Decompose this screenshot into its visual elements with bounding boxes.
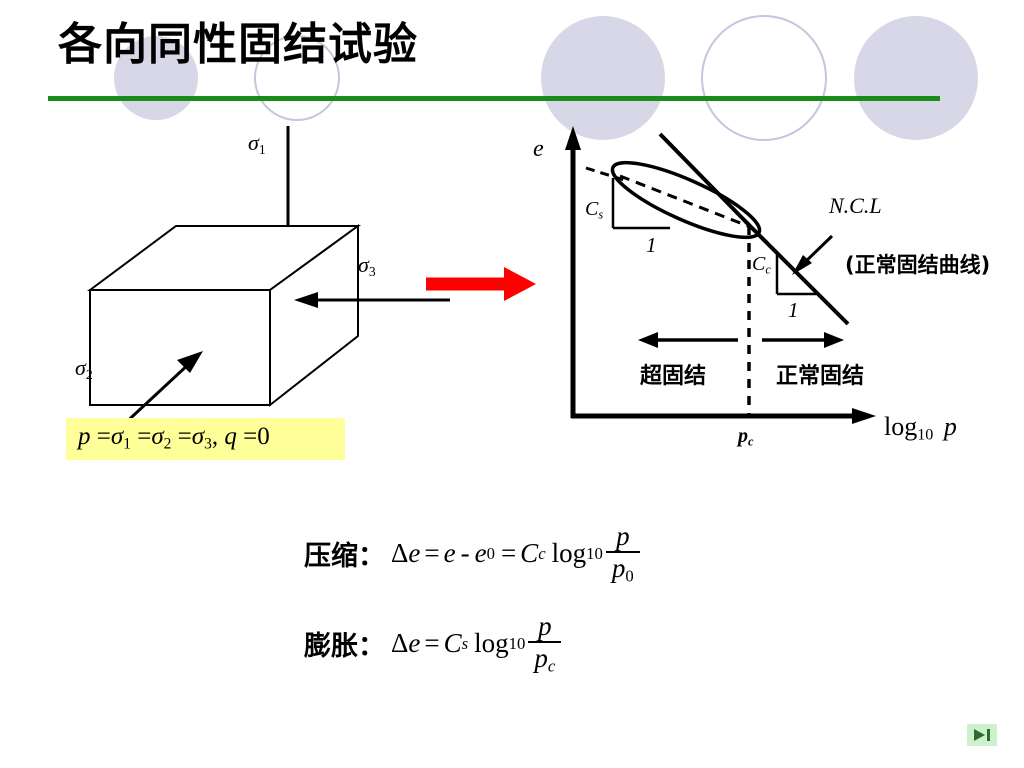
loop-center-dashed-line	[619, 174, 749, 228]
overconsolidated-arrow	[638, 332, 738, 348]
cube-shape	[86, 224, 362, 408]
cc-label: Cc	[752, 253, 771, 277]
sigma1-label: σ1	[248, 130, 266, 157]
normally-consolidated-arrow	[762, 332, 844, 348]
compression-equation-label: 压缩：	[304, 541, 385, 573]
chart-x-axis	[571, 408, 876, 424]
chart-y-axis	[565, 126, 581, 418]
ncl-line	[658, 132, 752, 228]
compression-fraction-den: p0	[611, 553, 634, 587]
pc-label: pc	[738, 425, 754, 449]
swelling-fraction: p pc	[528, 612, 562, 677]
sigma3-arrow-group	[294, 292, 450, 308]
ncl-pointer-arrow	[792, 234, 834, 275]
red-right-arrow	[426, 267, 536, 301]
sigma2-label: σ2	[75, 355, 93, 382]
swelling-fraction-den: pc	[534, 643, 556, 677]
next-slide-button[interactable]	[967, 724, 997, 746]
overconsolidated-region-label: 超固结	[640, 364, 707, 389]
normally-consolidated-region-label: 正常固结	[776, 364, 865, 389]
skip-forward-icon	[974, 729, 990, 741]
chart-x-axis-label: log10 p	[884, 412, 957, 444]
cs-slope-unit-label: 1	[646, 233, 657, 257]
cc-slope-unit-label: 1	[788, 298, 799, 322]
ncl-label: N.C.L	[829, 193, 882, 218]
compression-fraction: p p0	[605, 522, 640, 587]
sigma3-label: σ3	[358, 252, 376, 279]
isotropic-stress-cube-diagram	[86, 126, 362, 408]
cs-label: Cs	[585, 198, 604, 222]
chart-y-axis-label: e	[533, 136, 544, 162]
e-logp-consolidation-chart	[565, 126, 876, 424]
swelling-equation-label: 膨胀：	[304, 631, 385, 663]
swelling-recompression-loop	[610, 160, 762, 240]
cs-slope-triangle	[611, 178, 670, 230]
cc-slope-triangle	[775, 254, 816, 296]
isotropic-condition-box: p =σ1 =σ2 =σ3, q =0	[66, 418, 345, 460]
isotropic-condition-formula: p =σ1 =σ2 =σ3, q =0	[78, 423, 270, 453]
ncl-chinese-label: (正常固结曲线)	[845, 253, 991, 277]
title-underline-rule	[48, 96, 940, 101]
page-title: 各向同性固结试验	[58, 19, 418, 70]
ncl-line-lower	[744, 220, 850, 326]
